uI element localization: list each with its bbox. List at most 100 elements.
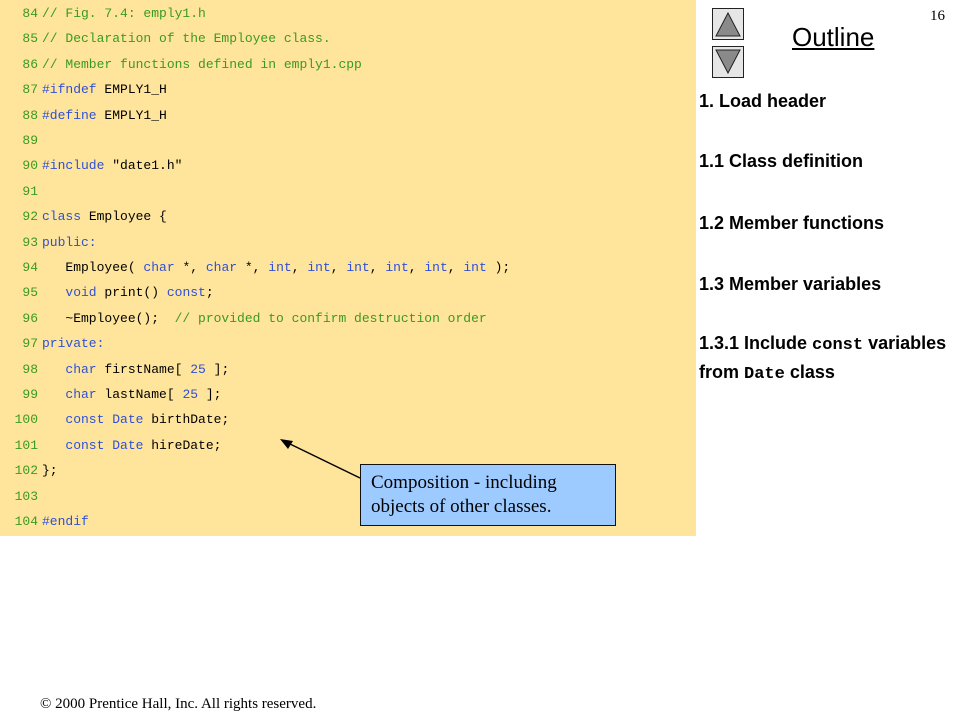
code-text: #ifndef EMPLY1_H [42, 80, 167, 100]
code-text: #endif [42, 512, 89, 532]
code-text: const Date hireDate; [42, 436, 221, 456]
line-number: 94 [22, 260, 38, 275]
code-token: int [424, 260, 448, 275]
line-number: 91 [22, 183, 38, 199]
code-token: const [65, 437, 105, 453]
code-token: ]; [205, 361, 230, 377]
code-token: #endif [42, 514, 89, 529]
line-number: 101 [14, 437, 38, 453]
line-number: 93 [22, 234, 38, 250]
code-token: 25 [190, 361, 206, 377]
outline-item-text: variables from [699, 333, 947, 382]
code-token: print() [96, 285, 167, 301]
code-token: EMPLY1_H [96, 107, 167, 123]
triangle-up-icon [715, 11, 741, 37]
date-keyword: Date [744, 365, 785, 384]
code-token: class [42, 209, 82, 225]
code-text: Employee( char *, char *, int, int, int,… [42, 258, 510, 278]
code-text: ~Employee(); // provided to confirm dest… [42, 309, 487, 329]
const-keyword: const [812, 336, 864, 355]
page-number: 16 [930, 8, 945, 24]
code-token: "date1.h" [104, 158, 183, 174]
line-number: 103 [14, 488, 38, 504]
composition-callout: Composition - including objects of other… [360, 464, 616, 526]
line-number: 84 [22, 6, 38, 21]
code-token: EMPLY1_H [96, 82, 167, 98]
code-text: public: [42, 233, 97, 253]
code-token: int [346, 260, 370, 275]
code-token: // Fig. 7.4: emply1.h [42, 6, 206, 21]
line-number: 99 [22, 387, 38, 402]
outline-item-text: 1.3.1 Include [699, 333, 813, 353]
code-token: char [65, 361, 97, 377]
code-token: void [65, 285, 97, 301]
code-token [42, 412, 65, 427]
code-token: #include [42, 158, 105, 174]
line-number: 96 [22, 310, 38, 326]
code-token: hireDate; [143, 437, 222, 453]
code-text: #define EMPLY1_H [42, 106, 167, 126]
code-token: 25 [182, 387, 199, 402]
code-token: *, [174, 260, 206, 275]
code-token: public: [42, 234, 97, 250]
code-text: char firstName[ 25 ]; [42, 360, 229, 380]
code-token: int [463, 260, 487, 275]
code-token: private: [42, 336, 105, 352]
code-token: , [447, 260, 464, 275]
line-number: 89 [22, 133, 38, 148]
code-text: const Date birthDate; [42, 410, 229, 430]
code-token: int [307, 260, 331, 275]
code-token: ]; [198, 387, 222, 402]
code-text: // Fig. 7.4: emply1.h [42, 4, 206, 24]
line-number: 90 [22, 158, 38, 174]
code-token: char [205, 260, 238, 275]
code-token: }; [42, 463, 58, 479]
code-token: // provided to confirm destruction order [174, 310, 487, 326]
outline-item-member-functions: 1.2 Member functions [699, 213, 885, 233]
code-token: , [408, 260, 425, 275]
outline-item-include-const: 1.3.1 Include const variables from Date … [699, 330, 949, 388]
code-text: char lastName[ 25 ]; [42, 385, 221, 405]
code-token: int [268, 260, 292, 275]
previous-slide-button[interactable] [712, 8, 744, 40]
next-slide-button[interactable] [712, 46, 744, 78]
line-number: 88 [22, 107, 38, 123]
line-number: 102 [14, 463, 38, 479]
code-token: char [143, 260, 175, 275]
code-token: Employee( [42, 260, 144, 275]
line-number: 87 [22, 82, 38, 98]
code-text: #include "date1.h" [42, 156, 182, 176]
code-token: #define [42, 107, 97, 123]
line-number: 100 [14, 412, 38, 428]
code-token: int [385, 260, 409, 275]
code-token: birthDate; [143, 412, 230, 428]
code-token: lastName[ [96, 387, 183, 402]
code-token: #ifndef [42, 82, 97, 98]
code-listing-panel: 84 // Fig. 7.4: emply1.h 85// Declaration … [0, 0, 696, 536]
line-number: 92 [22, 209, 38, 225]
code-token: char [65, 387, 97, 402]
code-token: ); [486, 260, 511, 275]
code-token: Date [112, 437, 144, 453]
code-token: // Declaration of the Employee class. [42, 31, 331, 47]
outline-item-member-variables: 1.3 Member variables [699, 274, 882, 294]
code-token: const [65, 412, 105, 428]
outline-title[interactable]: Outline [792, 22, 875, 52]
code-token [42, 285, 65, 300]
outline-item-class-definition: 1.1 Class definition [699, 151, 864, 171]
code-token: firstName[ [96, 361, 191, 377]
line-number: 85 [22, 31, 38, 47]
code-text: void print() const; [42, 283, 214, 303]
outline-item-load-header: 1. Load header [699, 91, 827, 111]
code-text: // Declaration of the Employee class. [42, 29, 331, 49]
code-token [42, 362, 65, 377]
code-token: const [166, 285, 206, 301]
code-text: }; [42, 461, 58, 481]
code-text: private: [42, 334, 104, 354]
line-number: 104 [14, 514, 38, 529]
callout-text: Composition - including objects of other… [371, 472, 557, 517]
code-token: *, [237, 260, 269, 275]
copyright-notice: © 2000 Prentice Hall, Inc. All rights re… [40, 696, 317, 712]
code-token: ; [205, 285, 214, 301]
code-token: Employee { [81, 209, 167, 225]
